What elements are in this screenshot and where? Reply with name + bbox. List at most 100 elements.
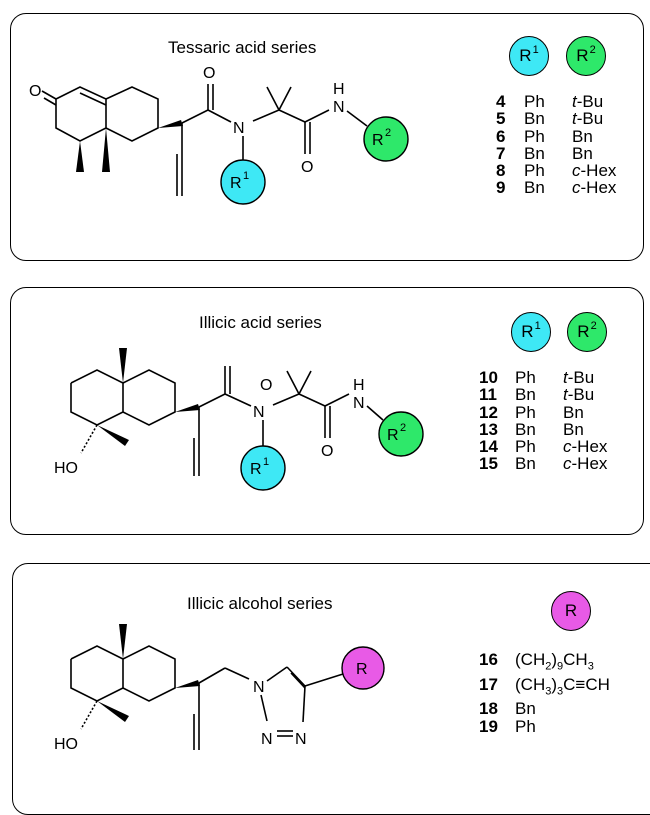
r2-value: c-Hex (572, 178, 617, 198)
methyl-wedge (97, 425, 129, 446)
hydroxyl-group: HO (54, 460, 78, 477)
tessaric-acid-structure: O O N O N H R 2 R 1 (29, 65, 409, 205)
r2-value: c-Hex (563, 437, 608, 457)
triazole-n1: N (253, 679, 265, 696)
prefix-italic: c (563, 437, 572, 457)
r-group-circle (341, 646, 385, 690)
r1-value: Bn (524, 178, 545, 198)
formula-part: (CH (515, 650, 546, 669)
r2-group-circle (378, 411, 424, 457)
compound-number: 11 (479, 385, 497, 405)
prefix-italic: t (572, 109, 577, 129)
panel-title: Illicic acid series (199, 313, 322, 332)
amide-oxygen-2: O (301, 159, 313, 176)
methyl-wedge (76, 141, 84, 172)
formula-sub: 3 (557, 685, 564, 698)
illicic-alcohol-structure: HO N N N R (54, 624, 385, 753)
methyl-wedge (119, 624, 127, 659)
r1-sup: 1 (263, 456, 269, 468)
formula-part: CH (563, 650, 588, 669)
r2-value: t-Bu (572, 109, 604, 129)
prefix-italic: c (572, 161, 581, 181)
r1-value: Ph (515, 368, 536, 387)
compound-number: 13 (479, 419, 498, 439)
compound-number: 17 (479, 674, 498, 694)
amide-nitrogen: N (233, 120, 245, 137)
triazole-n3: N (295, 731, 307, 748)
r-value: Ph (515, 716, 536, 736)
amide-h: H (333, 81, 345, 98)
compound-number: 14 (479, 437, 498, 457)
illicic-alcohol-panel: Illicic alcohol series R 16(CH2)9CH3 17(… (12, 563, 650, 815)
badge-sup: 2 (589, 44, 596, 56)
r1-value: Bn (524, 109, 545, 129)
amide-oxygen: O (203, 65, 215, 82)
formula-part: (CH (515, 674, 546, 694)
amide-oxygen: O (260, 377, 272, 394)
r-label: R (356, 661, 368, 678)
compound-number: 12 (479, 402, 498, 422)
r2-value: Bn (563, 402, 584, 422)
methyl-wedge (102, 128, 110, 172)
badge-label: R (521, 322, 534, 341)
table-row: 19 Ph (479, 716, 610, 736)
prefix-italic: t (563, 368, 568, 387)
panel-title: Illicic alcohol series (187, 594, 333, 613)
badge-label: R (564, 601, 578, 620)
formula-part: ) (551, 674, 558, 694)
r2-value: c-Hex (572, 161, 617, 181)
badge-label: R (576, 46, 589, 65)
r1-value: Ph (515, 402, 536, 422)
formula-sub: 3 (587, 660, 594, 673)
r2-sup: 2 (400, 422, 406, 434)
panel-title: Tessaric acid series (168, 38, 317, 57)
badge-sup: 2 (590, 320, 597, 332)
r1-sup: 1 (243, 170, 249, 182)
r1-value: Bn (515, 454, 536, 474)
amide-nitrogen: N (253, 404, 265, 421)
r2-value: t-Bu (563, 368, 595, 387)
r1-value: Bn (524, 143, 545, 163)
hydroxyl-group: HO (54, 736, 78, 753)
amide-oxygen-2: O (321, 443, 333, 460)
r2-label: R (387, 427, 399, 444)
table-row: 17(CH3)3C≡CH (479, 676, 610, 701)
r1-group-circle (240, 445, 286, 491)
compound-number: 10 (479, 368, 498, 387)
badge-sup: 1 (532, 44, 539, 56)
table-row: 10 Ph t-Bu (479, 368, 607, 387)
prefix-italic: c (572, 178, 581, 198)
table-row: 12 Ph Bn (479, 402, 607, 422)
formula-sub: 9 (557, 660, 564, 673)
r2-group-circle (363, 116, 409, 162)
formula-sub: 2 (545, 660, 552, 673)
compound-number: 6 (496, 126, 506, 146)
compound-number: 19 (479, 716, 498, 736)
methyl-wedge (97, 701, 129, 722)
triazole-n2: N (261, 731, 273, 748)
table-row: 16(CH2)9CH3 (479, 651, 610, 676)
r2-value: t-Bu (563, 385, 595, 405)
compound-number: 7 (496, 143, 506, 163)
side-chain-wedge (158, 120, 183, 128)
badge-sup: 1 (534, 320, 541, 332)
compound-number: 18 (479, 699, 498, 719)
r1-label: R (250, 461, 262, 478)
ketone-oxygen: O (29, 83, 41, 100)
